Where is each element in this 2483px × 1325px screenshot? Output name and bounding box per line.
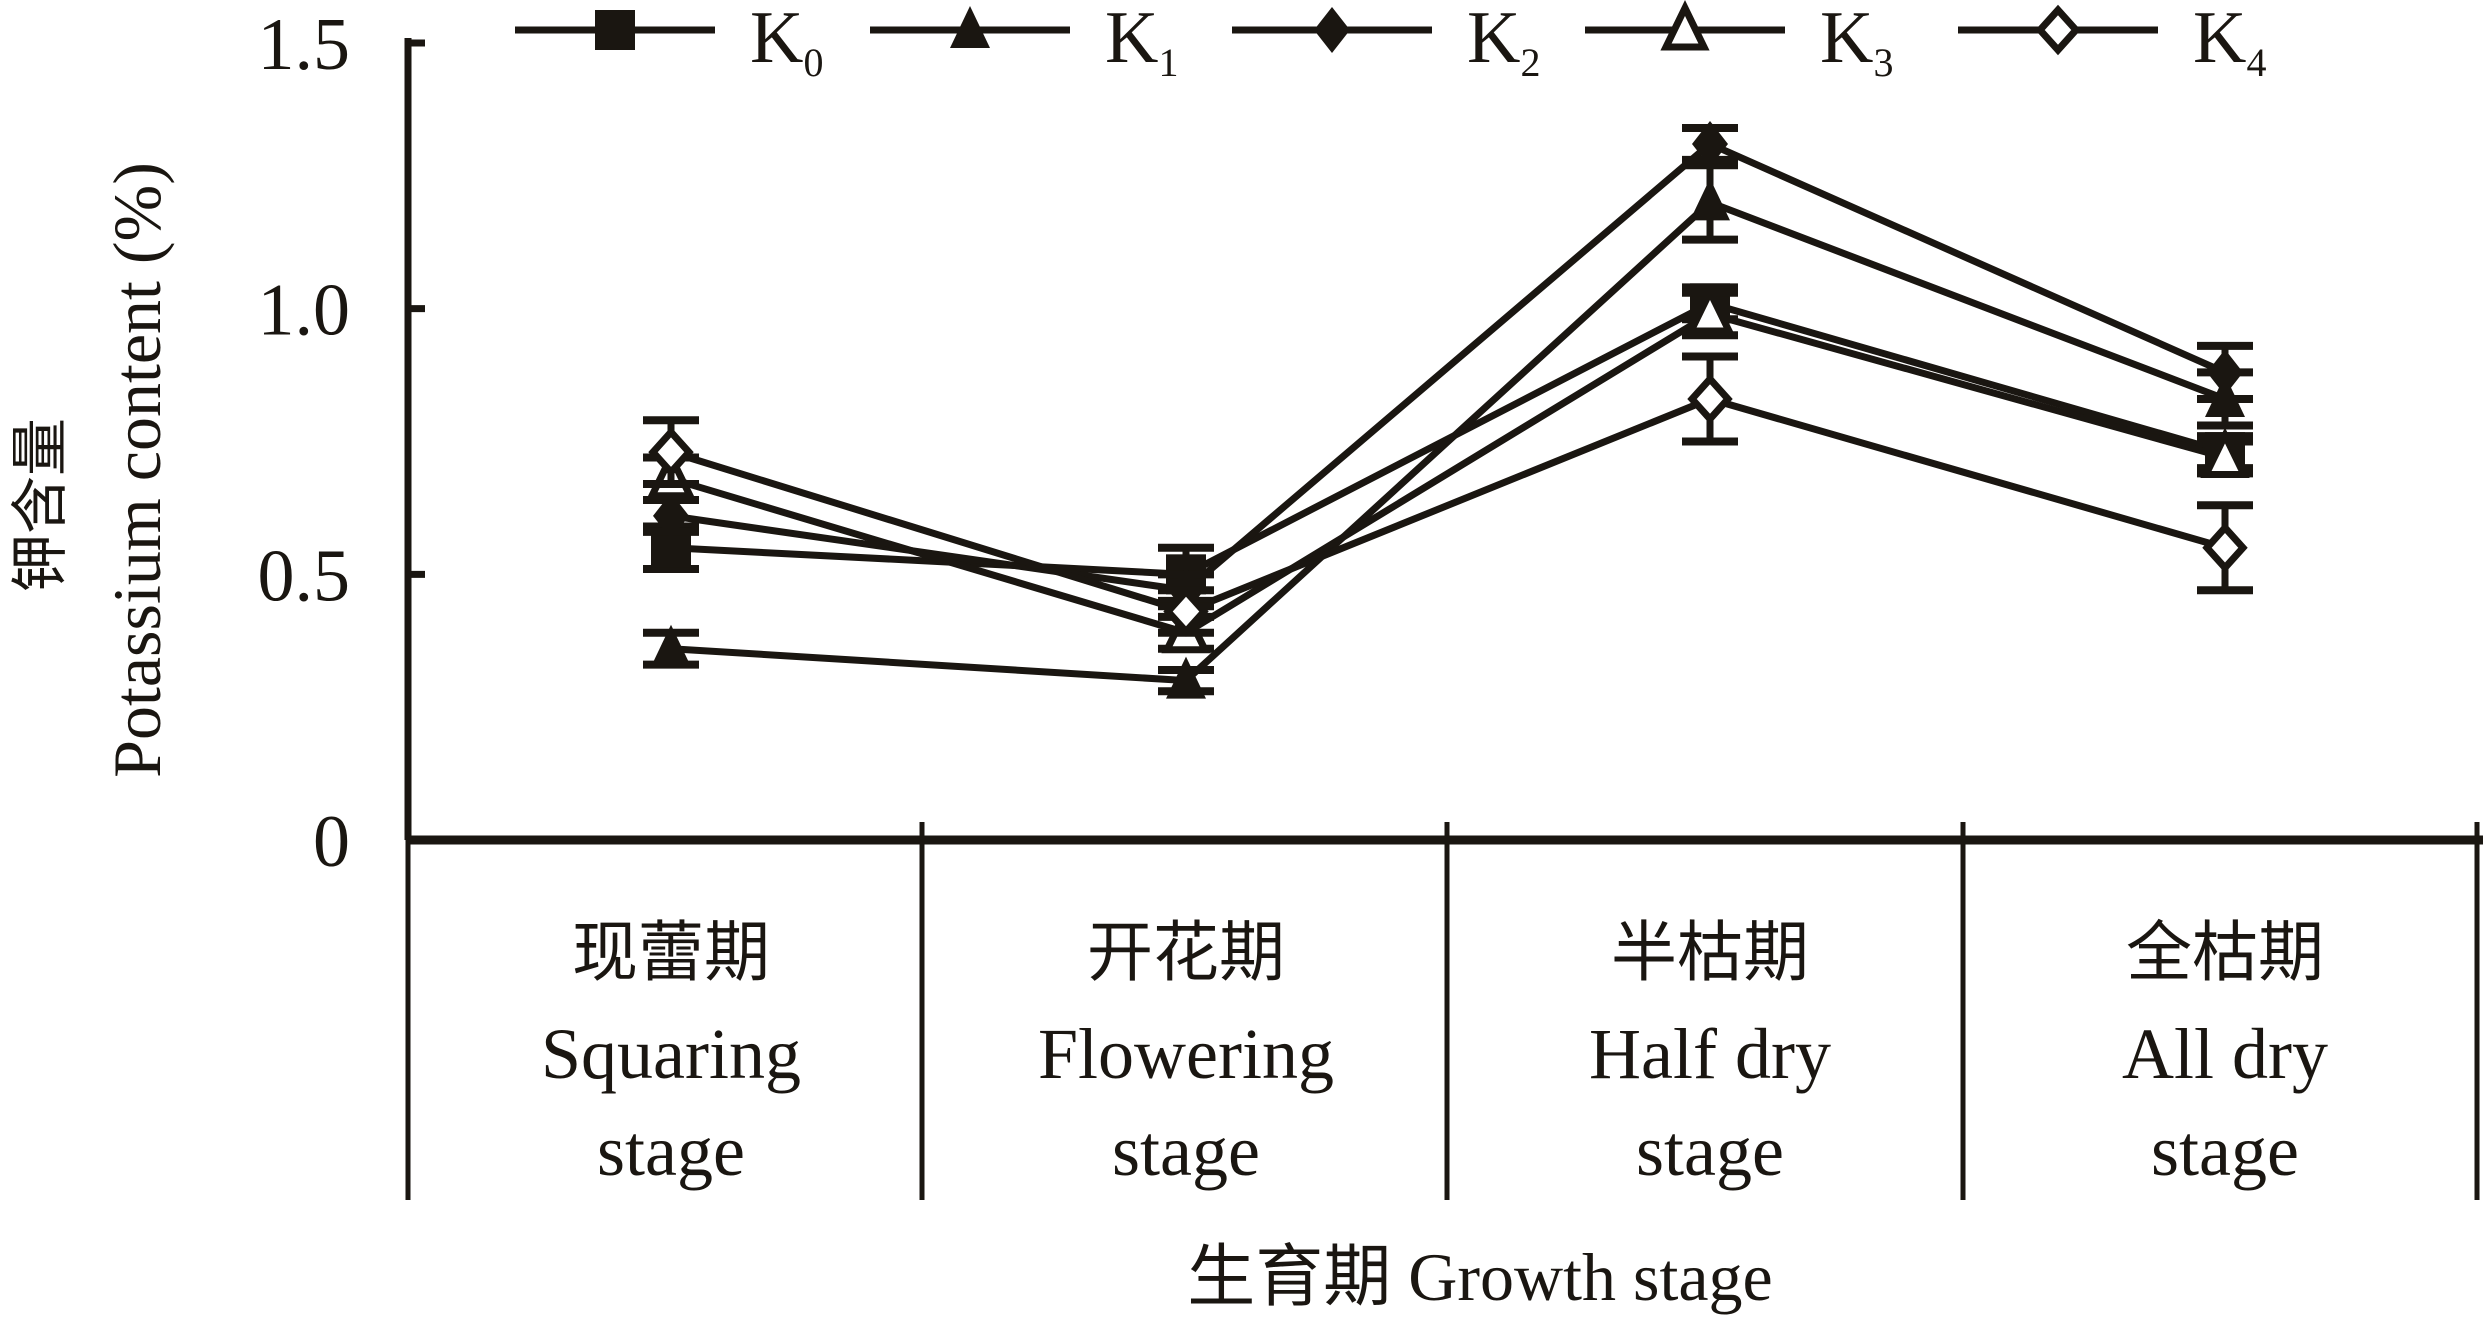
x-category-label-cn: 半枯期: [1611, 917, 1809, 990]
marker-diamond-filled: [1692, 120, 1728, 167]
data-point: [1682, 283, 1738, 340]
marker-diamond-open: [648, 426, 694, 478]
data-point: [643, 624, 699, 669]
x-category: 半枯期 Half dry stage: [1589, 917, 1831, 1191]
data-point: [2197, 501, 2253, 595]
x-category-label-stage: stage: [1636, 1111, 1784, 1191]
legend-label-subscript: 3: [1873, 40, 1893, 85]
legend-marker-diamond-open: [2035, 4, 2081, 56]
legend-marker-triangle-filled: [950, 6, 990, 48]
x-category-label-en: Half dry: [1589, 1014, 1831, 1094]
marker-diamond-open: [1163, 586, 1209, 637]
legend-label-subscript: 1: [1158, 40, 1178, 85]
x-axis-title: 生育期 Growth stage: [1187, 1239, 1772, 1315]
data-point: [1158, 656, 1214, 699]
x-category-label-cn: 开花期: [1087, 917, 1285, 990]
series-line-K3: [669, 310, 2226, 637]
series-line-K4: [669, 395, 2226, 616]
legend-label: K4: [2193, 0, 2266, 85]
marker-diamond-open: [1687, 373, 1733, 425]
x-category-label-stage: stage: [1112, 1111, 1260, 1191]
series-line-K1: [670, 198, 2227, 685]
legend-item: K1: [870, 0, 1178, 85]
axes: 0 0.5 1.0 1.5 现蕾期 Squaring stage 开花期 Flowering st…: [258, 4, 2483, 1200]
legend-item: K2: [1232, 0, 1540, 85]
series-lines: [669, 139, 2227, 685]
legend-item: K3: [1585, 0, 1893, 85]
x-category-label-en: Flowering: [1038, 1014, 1334, 1094]
x-category-label-cn: 全枯期: [2126, 917, 2324, 990]
marker-triangle-filled: [651, 624, 691, 667]
y-tick-label: 1.0: [258, 270, 351, 352]
data-point: [1682, 120, 1738, 167]
y-axis-title-cn: 钾含量: [8, 418, 73, 592]
legend-marker-triangle-open: [1660, 0, 1710, 51]
y-tick-label: 1.5: [258, 4, 351, 86]
data-point: [1158, 586, 1214, 637]
legend-label: K3: [1820, 0, 1893, 85]
legend-marker-square-filled: [595, 10, 635, 50]
data-point: [643, 416, 699, 489]
x-category-label-cn: 现蕾期: [572, 917, 770, 990]
x-category: 现蕾期 Squaring stage: [541, 917, 801, 1191]
y-axis-title-en: Potassium content (%): [99, 162, 175, 778]
legend-item: K0: [515, 0, 823, 85]
data-point: [1682, 352, 1738, 446]
x-category-label-en: Squaring: [541, 1014, 801, 1094]
y-tick-label: 0: [313, 801, 350, 883]
marker-triangle-open: [2200, 427, 2250, 478]
x-category-label-stage: stage: [597, 1111, 745, 1191]
data-point: [2197, 341, 2253, 403]
marker-diamond-filled: [2207, 349, 2243, 396]
legend-label-subscript: 4: [2246, 40, 2266, 85]
marker-diamond-open: [2202, 522, 2248, 573]
axis-labels: 钾含量 Potassium content (%) 生育期 Growth sta…: [8, 162, 1773, 1315]
series-markers: [643, 120, 2253, 699]
marker-triangle-filled: [1166, 656, 1206, 699]
marker-triangle-open: [1685, 283, 1735, 335]
x-category-label-en: All dry: [2122, 1014, 2328, 1094]
y-tick-label: 0.5: [258, 535, 351, 617]
legend-label: K0: [750, 0, 823, 85]
legend-item: K4: [1958, 0, 2266, 85]
legend-label: K2: [1467, 0, 1540, 85]
data-point: [2197, 427, 2253, 478]
legend-marker-diamond-filled: [1314, 7, 1350, 53]
legend-label: K1: [1105, 0, 1178, 85]
data-point: [1682, 161, 1738, 244]
x-category: 开花期 Flowering stage: [1038, 917, 1334, 1191]
legend-label-subscript: 0: [803, 40, 823, 85]
marker-diamond-filled: [653, 492, 689, 539]
legend: K0 K1 K2 K3 K4: [515, 0, 2266, 85]
x-category: 全枯期 All dry stage: [2122, 917, 2328, 1191]
x-category-label-stage: stage: [2151, 1111, 2299, 1191]
legend-label-subscript: 2: [1520, 40, 1540, 85]
marker-triangle-filled: [1690, 178, 1730, 221]
